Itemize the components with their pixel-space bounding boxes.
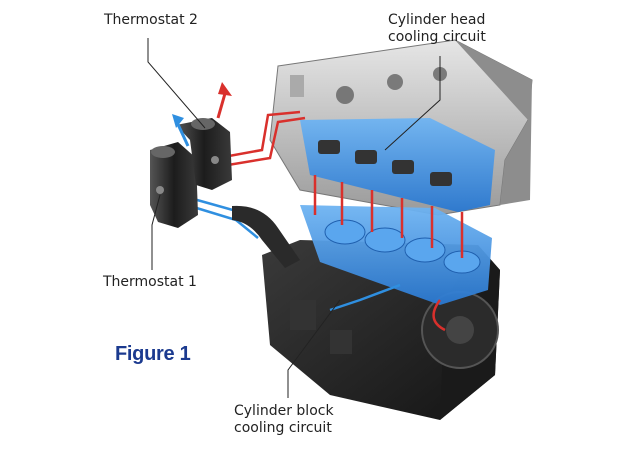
figure-title: Figure 1 [115, 343, 191, 365]
cold-inflow-arrow [172, 114, 190, 147]
cylinder-head-label: Cylinder head cooling circuit [388, 12, 486, 46]
cylinder-head-line2: cooling circuit [388, 29, 486, 45]
thermostat-1-label: Thermostat 1 [103, 274, 197, 291]
cylinder-head-cooling-jacket [300, 118, 495, 212]
hot-outflow-arrow [216, 82, 232, 119]
cylinder-block-label: Cylinder block cooling circuit [234, 403, 334, 437]
coolant-hose [232, 205, 300, 268]
thermostat-2-label: Thermostat 2 [104, 12, 198, 29]
thermostat-housing [150, 118, 232, 228]
cylinder-block-line2: cooling circuit [234, 420, 332, 436]
cylinder-block-line1: Cylinder block [234, 403, 334, 419]
thermostat-2-text: Thermostat 2 [104, 12, 198, 28]
leader-lines [147, 38, 441, 398]
leader-cylinder-block [287, 299, 341, 398]
cylinder-head-line1: Cylinder head [388, 12, 486, 28]
thermostat-1-text: Thermostat 1 [103, 274, 197, 290]
leader-thermostat-2 [147, 38, 206, 129]
hot-coolant-lines [217, 110, 464, 332]
cylinder-block-cooling-jacket [300, 205, 492, 305]
leader-thermostat-1 [151, 194, 161, 270]
leader-cylinder-head [384, 56, 441, 151]
